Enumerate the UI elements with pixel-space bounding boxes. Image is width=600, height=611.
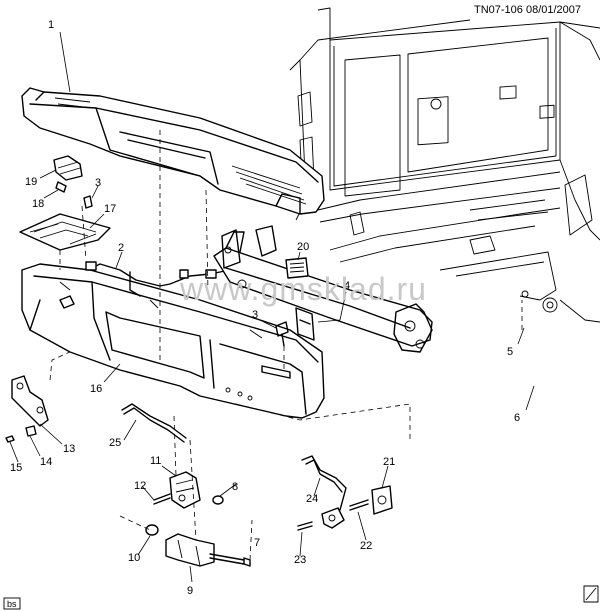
parking-sensor <box>53 155 83 181</box>
callout-10: 10 <box>128 552 140 564</box>
callout-4: 4 <box>344 280 350 292</box>
bumper-bracket-left <box>11 375 49 427</box>
watermark: www.gmsklad.ru <box>179 271 427 307</box>
callout-17: 17 <box>104 203 116 215</box>
nut-14 <box>25 425 37 437</box>
callout-22: 22 <box>360 540 372 552</box>
callout-2: 2 <box>118 242 124 254</box>
callout-23: 23 <box>294 554 306 566</box>
callout-14: 14 <box>40 456 52 468</box>
callout-6: 6 <box>514 412 520 424</box>
callout-15: 15 <box>10 462 22 474</box>
callout-18: 18 <box>32 198 44 210</box>
sensor-clip <box>55 181 67 193</box>
callout-21: 21 <box>383 456 395 468</box>
leader-lines <box>9 31 535 583</box>
callout-19: 19 <box>25 176 37 188</box>
callout-12: 12 <box>134 480 146 492</box>
callout-numbers: 1 2 3 3 4 5 6 7 8 9 10 11 12 13 14 15 16… <box>10 19 520 597</box>
trailer-harness <box>297 455 347 531</box>
callout-11: 11 <box>150 455 161 467</box>
hitch-label <box>285 257 309 279</box>
callout-7: 7 <box>254 537 260 549</box>
badge-text: bs <box>7 599 17 609</box>
callout-5: 5 <box>507 346 513 358</box>
vehicle-rear-body <box>289 7 600 323</box>
step-pad-top <box>21 87 325 215</box>
callout-9: 9 <box>187 585 193 597</box>
bumper-step-plate <box>19 213 111 251</box>
callout-3-upper: 3 <box>95 177 101 189</box>
bolt-middle <box>275 321 289 347</box>
callout-24: 24 <box>306 493 318 505</box>
callout-20: 20 <box>297 241 309 253</box>
bs-badge: bs <box>3 597 21 610</box>
header-ref: TN07-106 08/01/2007 <box>474 4 581 16</box>
callout-8: 8 <box>232 481 238 493</box>
callout-1: 1 <box>48 19 54 31</box>
bolt-upper <box>83 195 93 209</box>
callout-25: 25 <box>109 437 121 449</box>
retainer-wire <box>121 403 187 443</box>
rear-bumper <box>21 263 325 419</box>
corner-mark <box>583 585 599 603</box>
bolt-15 <box>5 435 15 443</box>
bracket-assembly <box>145 471 251 567</box>
callout-16: 16 <box>90 383 102 395</box>
callout-3-middle: 3 <box>252 309 258 321</box>
callout-13: 13 <box>63 443 75 455</box>
harness-bracket <box>349 485 393 515</box>
